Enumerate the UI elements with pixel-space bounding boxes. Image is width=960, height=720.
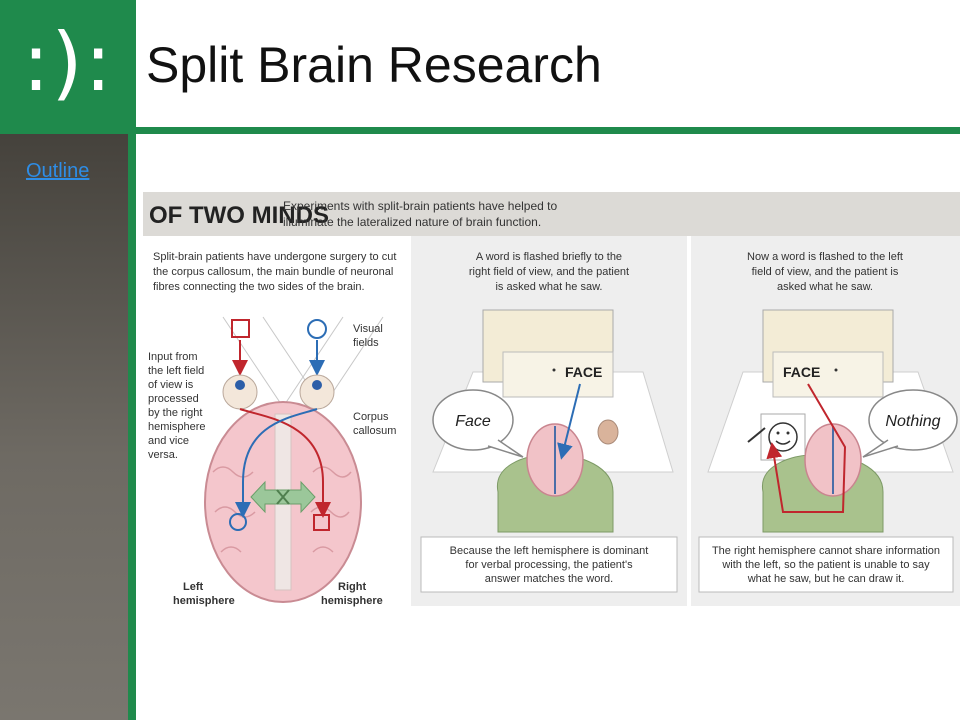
left-hemisphere-label-1: Left	[183, 581, 204, 593]
panel2-caption-line3: is asked what he saw.	[495, 281, 602, 293]
panel3-speech-text: Nothing	[885, 413, 940, 430]
figure-intro-line2: illuminate the lateralized nature of bra…	[283, 215, 541, 229]
input-label-7: and vice	[148, 435, 189, 447]
left-hemisphere-label-2: hemisphere	[173, 595, 235, 607]
sidebar-edge	[128, 134, 136, 720]
right-hemisphere-label-2: hemisphere	[321, 595, 383, 607]
logo-box: :):	[0, 0, 136, 134]
panel2-bottom-line1: Because the left hemisphere is dominant	[450, 545, 649, 557]
panel2-bottom-line2: for verbal processing, the patient's	[465, 559, 633, 571]
right-hemisphere-label-1: Right	[338, 581, 366, 593]
panel2-screen-word: FACE	[565, 364, 602, 380]
panel3-caption-line3: asked what he saw.	[777, 281, 873, 293]
circle-stimulus-icon	[307, 319, 327, 339]
panel2-speech-bubble	[432, 389, 514, 451]
panel3-bottom-line2: with the left, so the patient is unable …	[721, 559, 930, 571]
panel3-speech-bubble	[868, 389, 958, 451]
logo: :):	[22, 16, 114, 109]
drawing-paper	[760, 413, 806, 461]
panel3-bottom-line1: The right hemisphere cannot share inform…	[712, 545, 940, 557]
panel2-bottom-line3: answer matches the word.	[485, 573, 613, 585]
input-label-2: the left field	[148, 365, 204, 377]
input-label-6: hemisphere	[148, 421, 205, 433]
outline-link[interactable]: Outline	[26, 160, 90, 182]
corpus-label-2: callosum	[353, 425, 396, 437]
input-label-3: of view is	[148, 379, 194, 391]
figure-heading: OF TWO MINDS	[149, 202, 329, 229]
panel1-desc-line3: fibres connecting the two sides of the b…	[153, 281, 365, 293]
panel-right-field-test: A word is flashed briefly to the right f…	[411, 236, 687, 606]
smiley-face-icon	[768, 422, 798, 452]
pen-icon	[747, 427, 766, 443]
slide-title: Split Brain Research	[146, 37, 602, 93]
panel3-caption-line2: field of view, and the patient is	[752, 266, 899, 278]
input-label-8: versa.	[148, 449, 178, 461]
panel2-explanation-box	[420, 536, 678, 593]
panel2-speech-text: Face	[455, 413, 491, 430]
panel-brain-diagram: Split-brain patients have undergone surg…	[148, 251, 396, 607]
square-stimulus-icon	[231, 319, 250, 338]
visual-fields-label-2: fields	[353, 337, 379, 349]
panel2-caption-line1: A word is flashed briefly to the	[476, 251, 622, 263]
title-divider	[136, 127, 960, 134]
panel3-caption-line1: Now a word is flashed to the left	[747, 251, 903, 263]
panel2-caption-line2: right field of view, and the patient	[469, 266, 629, 278]
panel3-screen-word: FACE	[783, 364, 820, 380]
input-label-1: Input from	[148, 351, 198, 363]
panel3-explanation-box	[698, 536, 954, 593]
figure-header-band	[143, 192, 960, 236]
panel-left-field-test: Now a word is flashed to the left field …	[691, 236, 960, 606]
square-output-icon	[313, 514, 330, 531]
input-label-5: by the right	[148, 407, 202, 419]
visual-fields-label-1: Visual	[353, 323, 383, 335]
panel1-desc-line2: the corpus callosum, the main bundle of …	[153, 266, 393, 278]
panel3-bottom-line3: what he saw, but he can draw it.	[747, 573, 905, 585]
circle-output-icon	[229, 513, 247, 531]
corpus-label-1: Corpus	[353, 411, 389, 423]
sidebar	[0, 134, 128, 720]
panel1-desc-line1: Split-brain patients have undergone surg…	[153, 251, 396, 263]
figure-intro-line1: Experiments with split-brain patients ha…	[283, 199, 557, 213]
input-label-4: processed	[148, 393, 199, 405]
split-brain-figure: OF TWO MINDS Experiments with split-brai…	[143, 192, 960, 607]
